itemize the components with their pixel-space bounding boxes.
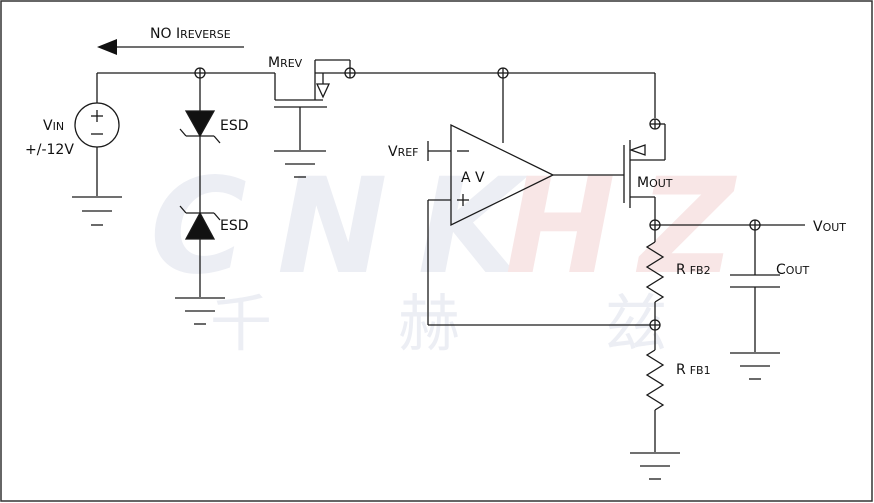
node-mrev (344, 67, 356, 79)
rfb1-ground-symbol (630, 452, 680, 480)
reverse-current-arrow (97, 39, 244, 55)
cout-label-c: C (776, 262, 786, 278)
watermark-hanzi-2: 赫 (398, 287, 460, 360)
rfb1-label-sub: FB1 (690, 364, 711, 377)
node-amp-supply (497, 67, 509, 79)
vref-label-v: V (388, 144, 398, 160)
svg-text:MREV: MREV (268, 55, 303, 71)
svg-text:VOUT: VOUT (813, 219, 846, 235)
node-output (649, 219, 661, 231)
vin-label-sub: IN (53, 120, 64, 133)
node-mout-source (649, 118, 661, 130)
vin-source (74, 102, 120, 196)
esd-bottom-label: ESD (220, 218, 249, 234)
no-ireverse-sub: REVERSE (180, 28, 231, 41)
esd-top-label: ESD (220, 118, 249, 134)
vin-label-v: V (43, 118, 53, 134)
svg-text:VREF: VREF (388, 144, 419, 160)
av-label: A V (461, 170, 485, 186)
rfb2-label-r: R (676, 262, 686, 278)
labels: NO IREVERSE VIN +/-12V MREV ESD ESD VREF… (25, 26, 846, 378)
svg-text:COUT: COUT (776, 262, 809, 278)
svg-text:NO IREVERSE: NO IREVERSE (150, 26, 231, 42)
node-esd-top (194, 67, 206, 79)
watermark-hanzi-1: 千 (210, 287, 272, 360)
mout-label-m: M (637, 175, 649, 191)
rfb1-label-r: R (676, 362, 686, 378)
mrev-label-m: M (268, 55, 280, 71)
mout-transistor (623, 123, 666, 225)
output-network (427, 199, 805, 452)
node-cout (749, 219, 761, 231)
watermark: CNK HZ 千 赫 兹 (150, 150, 737, 360)
junction-nodes (194, 67, 761, 331)
vin-ground-symbol (72, 196, 122, 226)
esd-diode-stack (179, 73, 221, 297)
rfb2-label-sub: FB2 (690, 264, 711, 277)
node-feedback (649, 319, 661, 331)
cout-ground-symbol (730, 352, 780, 380)
svg-text:MOUT: MOUT (637, 175, 673, 191)
svg-text:VIN: VIN (43, 118, 64, 134)
no-ireverse-prefix: NO I (150, 26, 180, 42)
vref-label-sub: REF (398, 146, 419, 159)
error-amplifier (427, 123, 624, 227)
watermark-latin-left: CNK (150, 150, 529, 304)
input-rail (96, 72, 275, 103)
mrev-transistor (274, 59, 351, 150)
esd-ground-symbol (175, 297, 225, 325)
cout-label-sub: OUT (786, 264, 810, 277)
vout-label-sub: OUT (823, 221, 847, 234)
mrev-label-sub: REV (280, 57, 303, 70)
mrev-ground-symbol (274, 150, 326, 178)
vin-range-label: +/-12V (25, 142, 74, 158)
mout-label-sub: OUT (649, 177, 673, 190)
vout-label-v: V (813, 219, 823, 235)
